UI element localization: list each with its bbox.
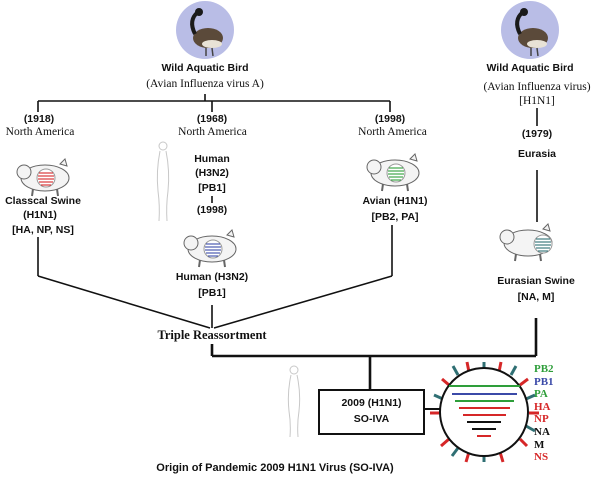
segment-label-pa: PA (534, 388, 548, 401)
year-human: (1968) (196, 113, 228, 125)
genes-avian: [PB2, PA] (371, 211, 419, 223)
virus-segments (449, 385, 520, 437)
virus-label-right: (Avian Influenza virus) (483, 81, 591, 93)
bird-label-right: Wild Aquatic Bird (486, 62, 574, 74)
region-classical: North America (5, 126, 75, 138)
gene-human: [PB1] (198, 182, 226, 194)
merge-lines (210, 318, 538, 390)
segment-label-ha: HA (534, 400, 551, 413)
pig-icon-classical (16, 158, 70, 197)
bird-icon-left (176, 1, 234, 59)
top-tree-lines (37, 94, 538, 222)
segment-label-np: NP (534, 413, 549, 426)
genes-classical: [HA, NP, NS] (12, 224, 74, 236)
host-human: Human (194, 153, 230, 165)
segment-label-pb2: PB2 (534, 363, 554, 375)
bird-label-left: Wild Aquatic Bird (161, 62, 249, 74)
segment-label-na: NA (534, 425, 550, 438)
virus-label-left: (Avian Influenza virus A) (146, 78, 264, 90)
bird-icon-right (501, 1, 559, 59)
human-silhouette-lower (287, 365, 301, 438)
segment-label-m: M (534, 438, 545, 451)
subtype-human: (H3N2) (195, 167, 229, 179)
subtype-classical: (H1N1) (23, 209, 57, 221)
name2-human: Human (H3N2) (175, 271, 249, 283)
result-box (318, 389, 425, 435)
pig-icon-human (183, 229, 237, 268)
year-eurasia: (1979) (521, 128, 553, 140)
result-line2: SO-IVA (353, 413, 390, 425)
result-line1: 2009 (H1N1) (341, 397, 402, 409)
region-human: North America (178, 126, 247, 138)
virus-particle-icon (430, 361, 539, 463)
segment-label-ns: NS (534, 451, 549, 464)
pig-icon-avian (366, 153, 420, 192)
reassortment-lines (37, 225, 393, 329)
name-avian: Avian (H1N1) (362, 195, 428, 207)
segment-legend: PB2 PB1 PA HA NP NA M NS (534, 363, 554, 464)
name-classical: Classcal Swine (5, 195, 81, 207)
region-eurasia: Eurasia (518, 148, 556, 160)
year-avian: (1998) (374, 113, 406, 125)
human-silhouette-upper (156, 141, 170, 222)
reassortment-label: Triple Reassortment (157, 328, 267, 342)
region-avian: North America (358, 126, 427, 138)
year-classical: (1918) (23, 113, 55, 125)
subtype-label-right: [H1N1] (519, 95, 555, 107)
genes-eurasian: [NA, M] (517, 291, 555, 303)
pig-icon-eurasian (499, 223, 553, 262)
name-eurasian: Eurasian Swine (497, 275, 575, 287)
gene2-human: [PB1] (198, 287, 226, 299)
year2-human: (1998) (196, 204, 228, 216)
segment-label-pb1: PB1 (534, 375, 554, 388)
figure-caption: Origin of Pandemic 2009 H1N1 Virus (SO-I… (156, 462, 394, 474)
